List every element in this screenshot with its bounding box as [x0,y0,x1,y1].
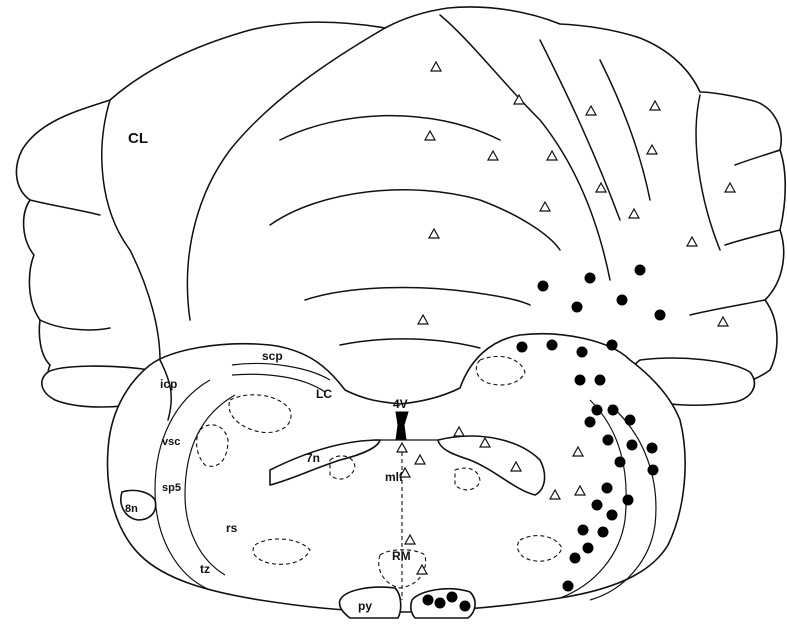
filled-circle-marker [648,465,659,476]
label-vsc: vsc [162,436,180,448]
label-py: py [358,599,372,613]
filled-circle-marker [635,265,646,276]
filled-circle-marker [617,295,628,306]
filled-circle-marker [595,375,606,386]
filled-circle-marker [547,340,558,351]
filled-circle-marker [603,435,614,446]
filled-circle-marker [592,405,603,416]
filled-circle-marker [592,500,603,511]
label-CL: CL [128,130,148,147]
filled-circle-marker [447,592,458,603]
label-RM: RM [392,549,411,563]
filled-circle-marker [577,347,588,358]
label-LC: LC [316,387,332,401]
filled-circle-marker [615,457,626,468]
filled-circle-marker [607,340,618,351]
label-rs: rs [226,521,238,535]
filled-circle-marker [598,527,609,538]
filled-circle-marker [460,601,471,612]
label-tz: tz [200,562,210,576]
filled-circle-marker [423,595,434,606]
label-4V: 4V [393,397,408,411]
filled-circle-marker [575,375,586,386]
label-sp5: sp5 [162,482,181,494]
filled-circle-marker [517,342,528,353]
filled-circle-marker [625,415,636,426]
filled-circle-marker [572,302,583,313]
filled-circle-marker [563,581,574,592]
filled-circle-marker [602,483,613,494]
filled-circle-marker [570,553,581,564]
filled-circle-marker [655,310,666,321]
filled-circle-marker [608,405,619,416]
filled-circle-marker [585,273,596,284]
filled-circle-marker [627,440,638,451]
filled-circle-marker [623,495,634,506]
filled-circle-marker [647,443,658,454]
filled-circle-marker [607,510,618,521]
label-scp: scp [262,349,283,363]
filled-circle-marker [583,543,594,554]
cerebellum [16,7,785,407]
filled-circle-marker [435,598,446,609]
filled-circle-marker [578,525,589,536]
label-7n: 7n [306,451,320,465]
filled-circle-marker [538,281,549,292]
label-icp: icp [160,377,177,391]
filled-circle-marker [585,417,596,428]
label-8n: 8n [125,503,138,515]
cerebellum-outline [16,7,785,406]
